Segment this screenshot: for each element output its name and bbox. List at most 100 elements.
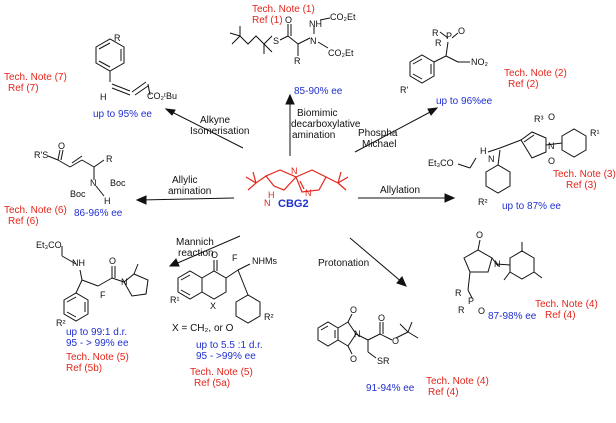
allylation-aryl-ring xyxy=(561,128,587,158)
mannich2-x-label: X xyxy=(210,301,217,311)
mannich-ring-inner1 xyxy=(66,296,77,303)
prot-n-mesityl xyxy=(495,263,511,266)
catalyst-n3-label: N xyxy=(305,188,312,198)
phospha-ring-inner3 xyxy=(412,73,423,80)
alkyne-allene-b xyxy=(111,87,131,96)
allylic-product-structure xyxy=(47,149,105,197)
prot2-ch-co xyxy=(367,333,381,341)
arrow-mannich xyxy=(172,235,241,266)
prot2-ch2-sr xyxy=(367,351,377,359)
prot-ref: Ref (4) xyxy=(545,310,576,321)
alkyne-benzene-ring xyxy=(95,38,125,72)
catalyst-right-tbu-c xyxy=(337,171,342,184)
decarb-s-c xyxy=(279,35,289,41)
arrowhead-decarboxylative xyxy=(285,93,295,105)
decarb-c-n xyxy=(297,37,311,45)
allylic-name-1: Allylic xyxy=(172,175,198,186)
alkyne-name-2: Isomerisation xyxy=(190,126,250,137)
allylic-c-r xyxy=(93,159,105,168)
mannich2-nhms-label: NHMs xyxy=(252,256,277,266)
phospha-ring-c xyxy=(433,55,447,63)
mannich-nh-co xyxy=(61,255,77,265)
catalyst-nh-label: H xyxy=(268,190,275,200)
phospha-r1-label: R xyxy=(432,28,439,38)
alkyne-ring-inner3 xyxy=(98,60,111,68)
mannich2-pyranone xyxy=(201,270,227,300)
allylation-h-label: H xyxy=(480,146,487,156)
allylic-rs-label: R'S xyxy=(34,150,49,160)
phospha-name-1: Phospha xyxy=(358,128,398,139)
phospha-c-ch2 xyxy=(445,55,459,63)
allylic-c-c3 xyxy=(81,159,95,168)
mannich-ring-inner3 xyxy=(66,311,77,318)
alkyne-ring-inner1 xyxy=(98,42,111,50)
catalyst-left-ring xyxy=(265,169,298,191)
mannich-name-2: reaction xyxy=(178,248,214,259)
phospha-c-p xyxy=(445,41,449,57)
mannich2-dr: up to 5.5 :1 d.r. xyxy=(196,340,263,351)
mannich2-c-ch xyxy=(225,269,239,279)
mannich-ch-nh xyxy=(79,269,83,281)
mannich-nh-label: NH xyxy=(72,258,85,268)
phospha-tech-note: Tech. Note (2) xyxy=(504,68,567,79)
mannich-product-structure xyxy=(61,246,149,322)
mannich-ch-cf xyxy=(81,279,99,287)
phospha-no2-label: NO₂ xyxy=(471,57,488,67)
prot2-ee: 91-94% ee xyxy=(366,383,415,394)
mannich-dr: up to 99:1 d.r. xyxy=(66,327,128,338)
prot2-ref: Ref (4) xyxy=(428,387,459,398)
decarb-tbu-m4 xyxy=(263,43,273,53)
phospha-ee: up to 96%ee xyxy=(436,96,493,107)
mannich2-r2-label: R² xyxy=(264,312,274,322)
catalyst-right-tbu-b xyxy=(337,182,347,191)
catalyst-c-n-double xyxy=(299,180,305,190)
allylation-r2-label: R² xyxy=(478,197,488,207)
allylation-r1-label: R¹ xyxy=(590,128,600,138)
prot-ch2-p xyxy=(467,289,473,299)
allylation-n-aryl xyxy=(545,142,563,146)
allylation-ch-nh xyxy=(487,147,501,153)
allylic-c-c2b xyxy=(71,155,83,164)
arrowhead-alkyne xyxy=(164,108,176,116)
prot2-o2-label: O xyxy=(350,354,358,364)
allylation-name: Allylation xyxy=(380,185,421,196)
mannich-ring-ch xyxy=(75,279,83,294)
mannich2-r1-label: R¹ xyxy=(170,295,180,305)
phospha-ring-inner1 xyxy=(412,58,423,65)
prot2-n-label: N xyxy=(354,329,361,339)
prot2-c-otbu xyxy=(379,333,393,341)
catalyst-right-ring xyxy=(295,169,327,193)
reaction-arrows xyxy=(135,93,456,287)
prot-pyrrolidinone xyxy=(463,249,493,273)
mannich2-tech-note: Tech. Note (5) xyxy=(190,367,253,378)
allylation-r3-label: R³ xyxy=(534,114,544,124)
phospha-p-r xyxy=(439,31,449,39)
prot-mesityl-ring xyxy=(509,250,535,280)
allylation-ring-double xyxy=(523,134,535,143)
mannich-ref: Ref (5b) xyxy=(66,363,103,374)
allylation-ref: Ref (3) xyxy=(566,180,597,191)
alkyne-ref: Ref (7) xyxy=(8,83,39,94)
prot-product-structure xyxy=(463,239,543,299)
mannich2-product-structure xyxy=(177,260,261,324)
arrowhead-phospha xyxy=(427,107,439,116)
phospha-rprime-label: R' xyxy=(400,85,409,95)
mannich-eto-label: Et₃CO xyxy=(36,240,62,250)
alkyne-ee: up to 95% ee xyxy=(93,109,152,120)
decarb-ee: 85-90% ee xyxy=(294,86,343,97)
allylic-n-label: N xyxy=(90,178,97,188)
arrow-allylic xyxy=(139,197,235,201)
allylation-o2-label: O xyxy=(548,156,556,166)
prot2-o-tbu xyxy=(395,331,409,339)
catalyst-n1-label: N xyxy=(264,198,271,208)
phospha-ref: Ref (2) xyxy=(508,79,539,90)
mannich-tech-note: Tech. Note (5) xyxy=(66,352,129,363)
arrow-alkyne xyxy=(167,109,244,149)
decarb-nh-label: NH xyxy=(309,19,322,29)
allylation-lower-ring xyxy=(485,164,511,194)
mannich-ox-o xyxy=(133,263,139,275)
arrowhead-mannich xyxy=(168,258,180,267)
prot2-n-ch xyxy=(355,333,369,341)
arrowhead-allylic xyxy=(135,195,147,205)
